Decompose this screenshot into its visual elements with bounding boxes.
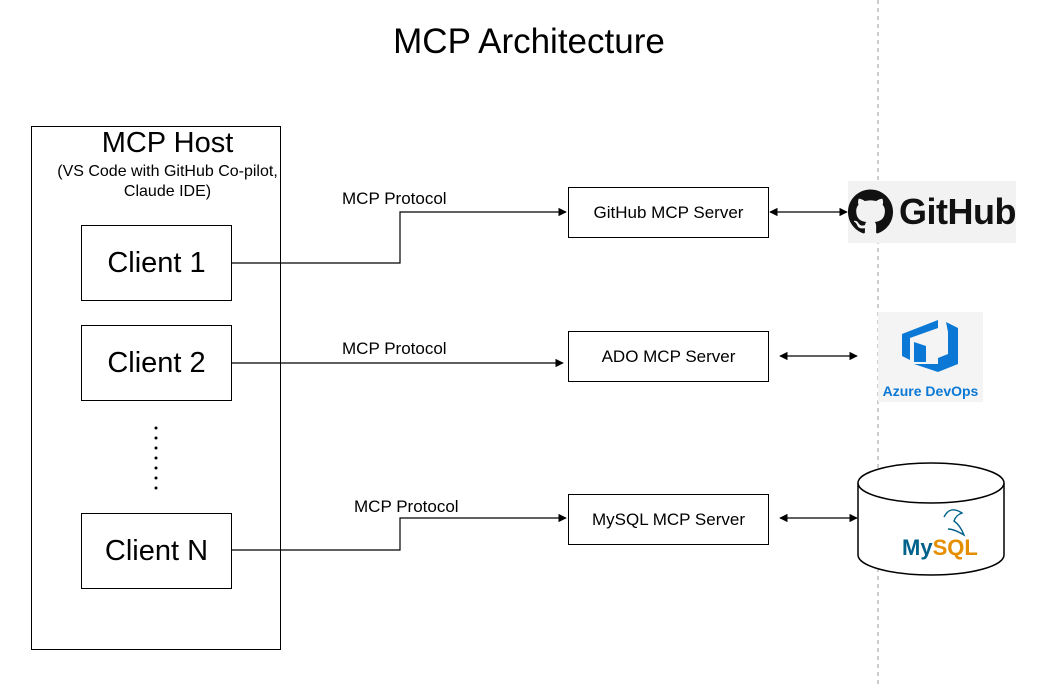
clientn-to-mysql-line xyxy=(232,513,567,551)
mcp-host-title: MCP Host xyxy=(101,127,234,159)
client1-to-github-line xyxy=(232,207,567,264)
mcp-host-subtitle: (VS Code with GitHub Co-pilot, Claude ID… xyxy=(31,162,304,202)
protocol-label-1: MCP Protocol xyxy=(342,189,447,208)
github-icon xyxy=(848,189,894,234)
mysql-mcp-server-box: MySQL MCP Server xyxy=(568,494,769,545)
github-mcp-server-box: GitHub MCP Server xyxy=(568,187,769,238)
github-logo-text: GitHub xyxy=(899,191,1016,232)
azure-devops-logo-text: Azure DevOps xyxy=(882,383,979,399)
mcp-host-box xyxy=(31,126,281,650)
diagram-title: MCP Architecture xyxy=(393,22,665,61)
client-ellipsis-dots xyxy=(154,426,158,490)
azure-devops-icon xyxy=(902,320,958,372)
client-n-box: Client N xyxy=(81,513,232,589)
ado-mcp-server-box: ADO MCP Server xyxy=(568,331,769,382)
mysql-logo-sql-part: SQL xyxy=(932,535,978,560)
client-2-box: Client 2 xyxy=(81,325,232,401)
mcp-host-subtitle-line1: (VS Code with GitHub Co-pilot, xyxy=(57,163,278,180)
client-1-box: Client 1 xyxy=(81,225,232,301)
mysql-database-icon xyxy=(857,462,1005,576)
mysql-logo-label: MySQL xyxy=(902,535,978,560)
azure-devops-logo: Azure DevOps xyxy=(878,312,983,402)
mysql-logo-text: MySQL xyxy=(902,535,978,561)
mcp-host-subtitle-line2: Claude IDE) xyxy=(123,183,212,200)
protocol-label-2: MCP Protocol xyxy=(342,339,447,358)
github-logo: GitHub xyxy=(848,181,1016,243)
protocol-label-3: MCP Protocol xyxy=(354,497,459,516)
